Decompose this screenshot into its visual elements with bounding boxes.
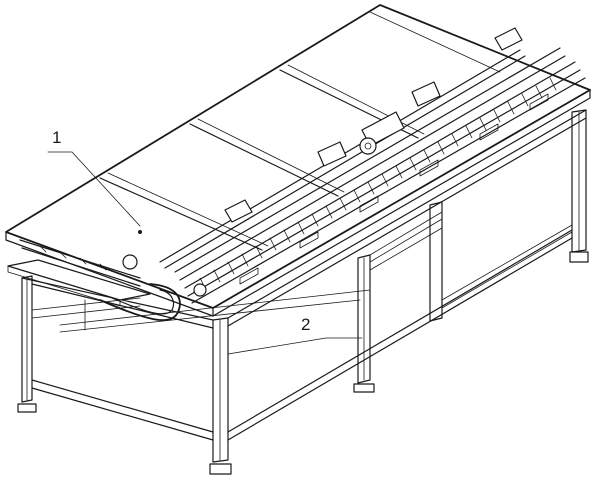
clamp-unit-3 (411, 81, 441, 107)
leader-line-1 (47, 151, 141, 227)
lower-front-rail (31, 379, 214, 441)
cable-loop (99, 283, 181, 322)
bearing-icon (193, 283, 207, 297)
panel-divider-1 (99, 177, 263, 251)
feed-end (7, 239, 207, 322)
lower-left-rail (31, 297, 141, 319)
callout-1: 1 (47, 128, 141, 227)
leg-middle-back (429, 201, 443, 322)
callout-label-2: 2 (301, 315, 310, 334)
table-front-edge (5, 231, 214, 317)
callout-2: 2 (227, 315, 363, 355)
clamp-unit-2 (317, 141, 347, 167)
lower-right-rail (227, 229, 573, 441)
foot-front-right (209, 463, 232, 475)
foot-back-right (569, 251, 589, 263)
upper-right-apron (227, 109, 587, 327)
outer-rail (174, 47, 576, 289)
callout-label-1: 1 (52, 128, 61, 147)
chain-links (199, 77, 557, 291)
foot-front-left (17, 403, 37, 413)
clamp-units (224, 27, 523, 223)
clamp-unit-1 (224, 199, 253, 223)
motor-pulley-icon (359, 137, 377, 155)
leg-front-right (212, 317, 229, 463)
clamp-unit-4 (494, 27, 523, 51)
drive-sprocket-icon (122, 254, 138, 270)
panel-divider-2 (189, 123, 339, 197)
conveyor-table (5, 4, 591, 317)
infeed-tray (7, 259, 151, 301)
surface-mark (138, 230, 142, 234)
leader-line-2 (227, 337, 363, 355)
rail-windows (239, 93, 549, 285)
foot-middle (353, 383, 375, 393)
